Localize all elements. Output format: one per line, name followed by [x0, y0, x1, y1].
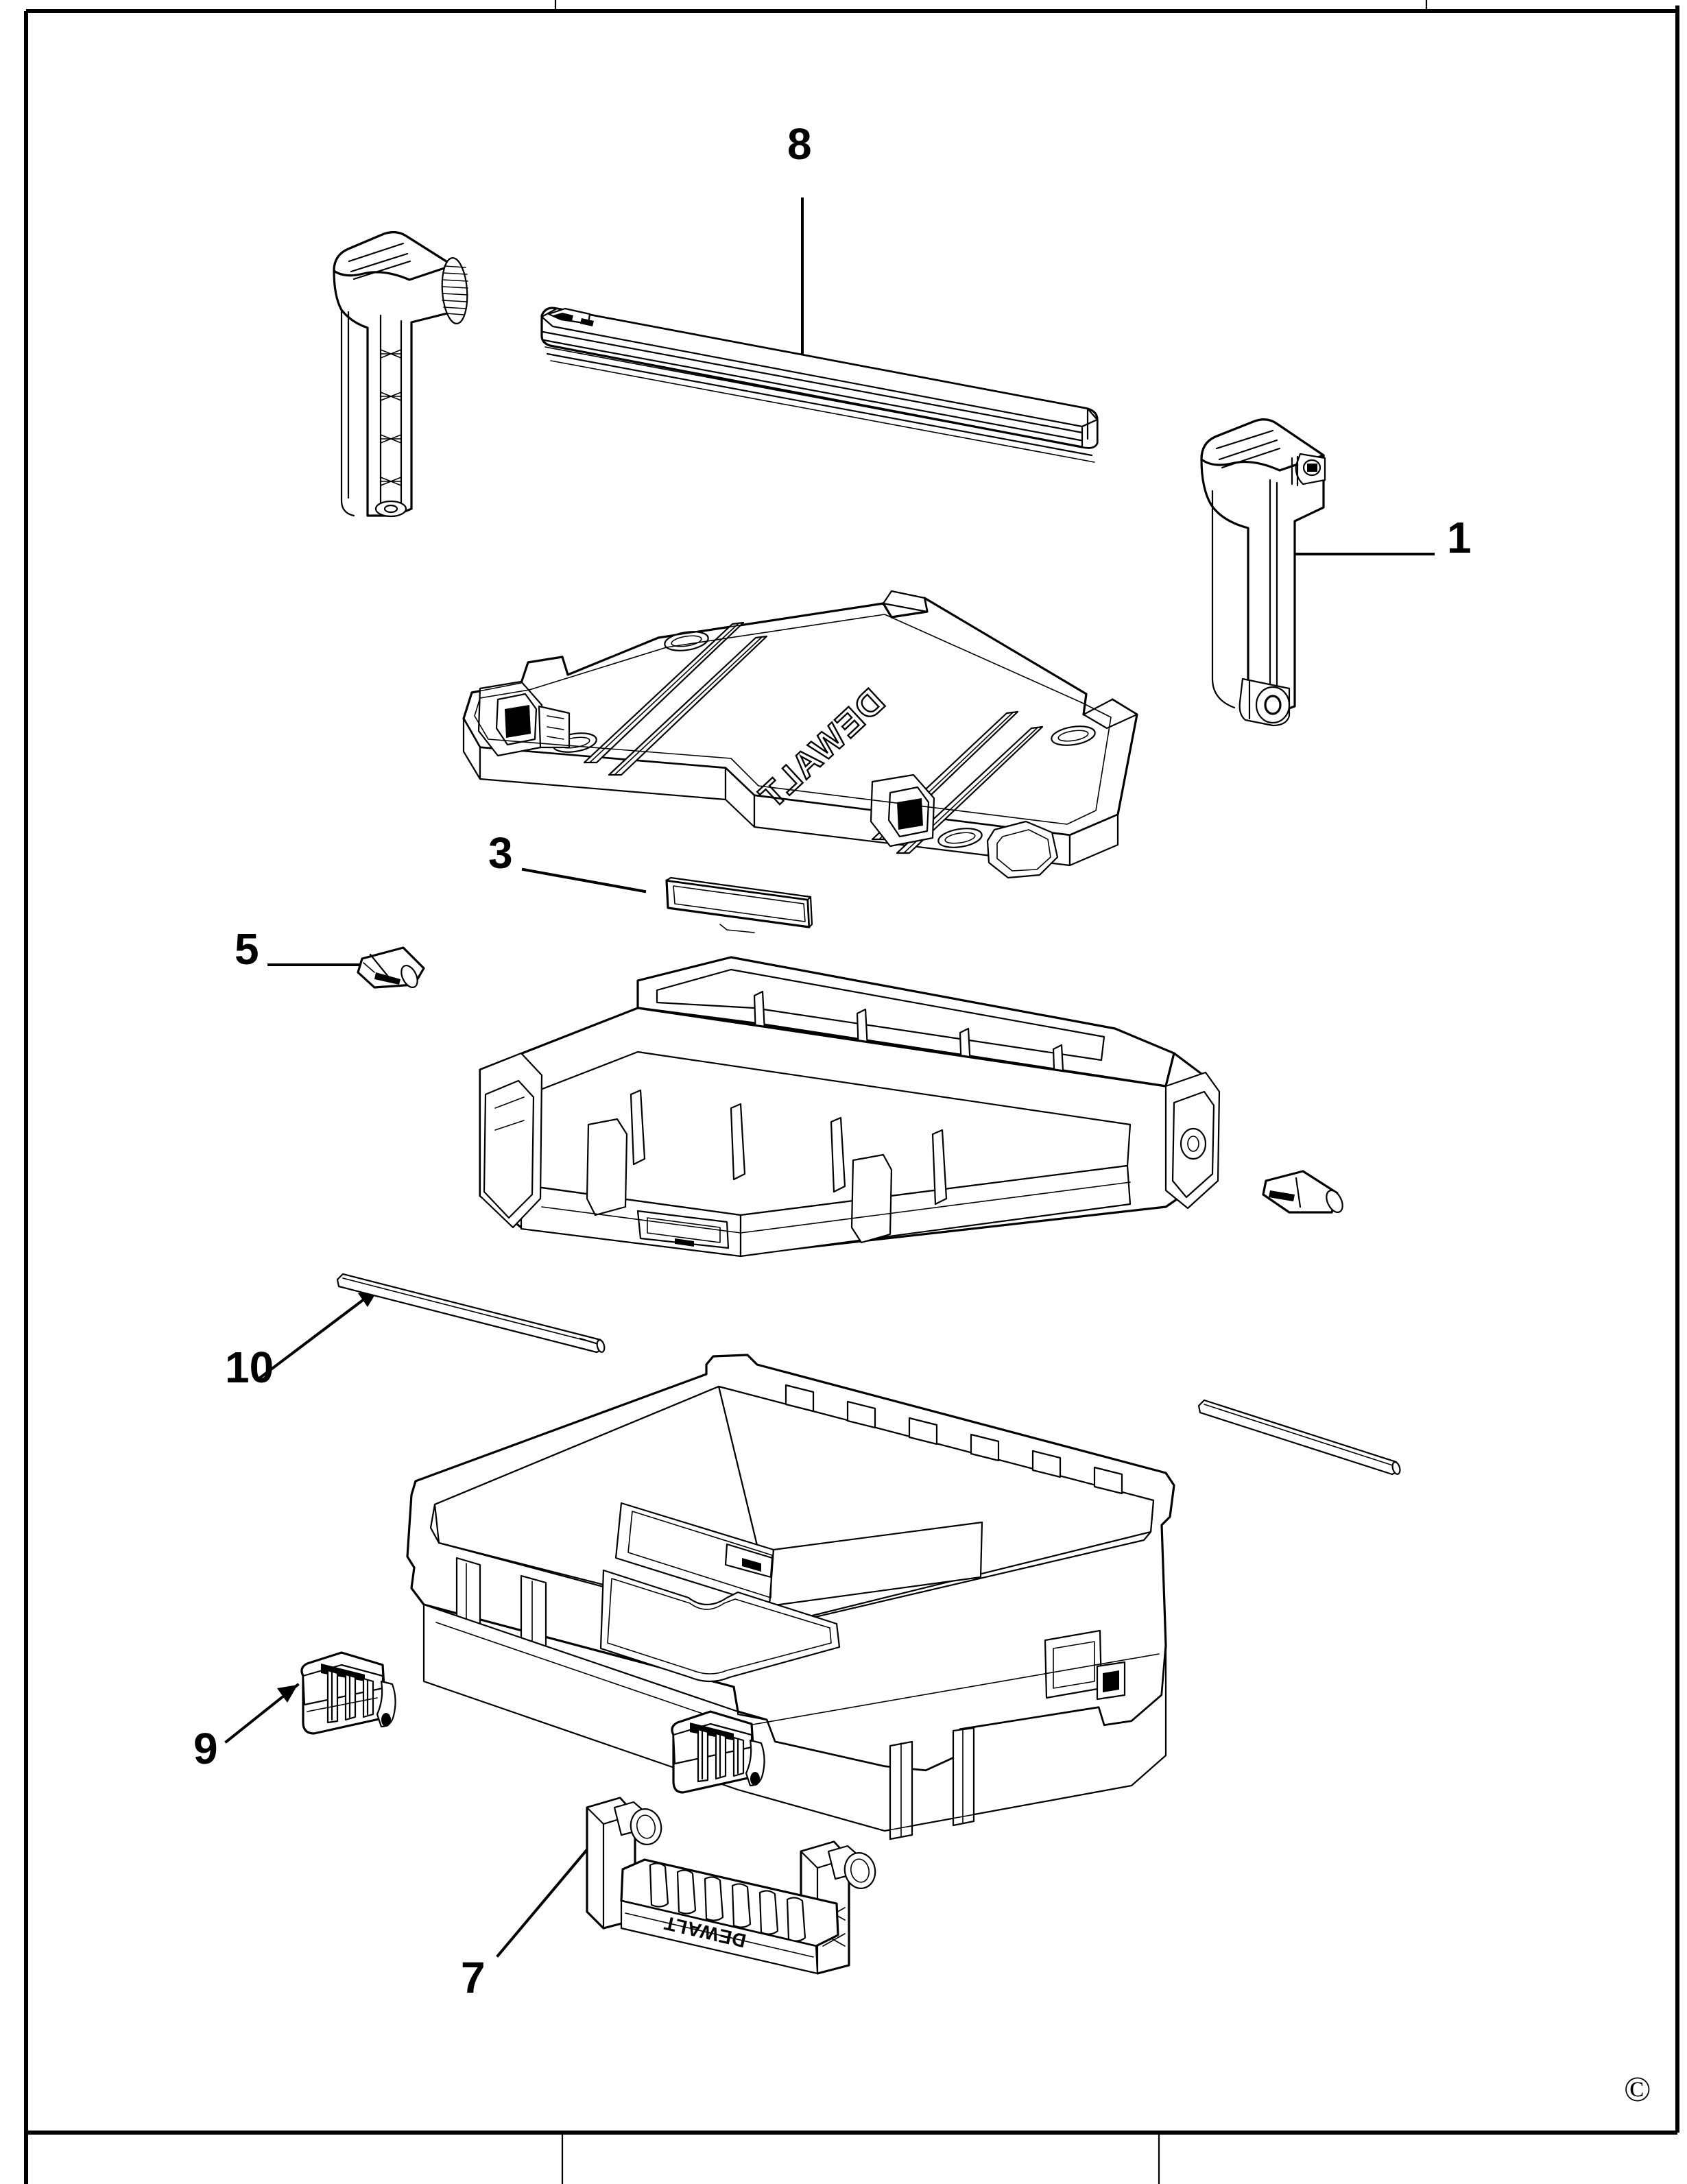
tray-front-grip	[636, 1210, 730, 1249]
part-carry-handle[interactable]: DEWALT	[586, 1797, 878, 1975]
part-bottom-case[interactable]	[406, 1354, 1175, 1840]
callout-number-1: 1	[1447, 513, 1472, 562]
callout-number-9: 9	[193, 1724, 218, 1773]
latch-fingers-right	[697, 1728, 745, 1783]
callout-number-10: 10	[225, 1343, 274, 1392]
part-pin-left[interactable]	[357, 946, 425, 990]
grip-rings	[649, 1862, 806, 1942]
leader-10	[257, 1286, 381, 1380]
handle-end-ribs	[442, 265, 468, 315]
part-hinge-rod-right[interactable]	[1197, 1399, 1401, 1476]
handle-bar-ribs	[542, 331, 1095, 463]
tray-corner-left	[479, 1052, 543, 1229]
lid-corner-boss	[986, 820, 1059, 879]
copyright-icon: ©	[1624, 2070, 1651, 2109]
callout-number-5: 5	[235, 924, 259, 974]
lid-latch-right	[870, 773, 935, 848]
callout-number-3: 3	[488, 828, 513, 878]
leader-3	[521, 867, 647, 893]
leader-7	[496, 1846, 590, 1958]
part-name-plate[interactable]	[665, 876, 813, 933]
page-frame	[24, 0, 1679, 2184]
part-latch-right[interactable]	[671, 1710, 765, 1794]
part-handle-bar[interactable]	[540, 307, 1099, 463]
handle-internal-ribs	[380, 349, 402, 486]
case-rim-tabs	[785, 1384, 1123, 1495]
tray-corner-right	[1164, 1071, 1221, 1210]
latch-fingers-left	[326, 1669, 374, 1724]
case-inner-shelf	[614, 1502, 983, 1607]
arrowhead-9	[277, 1685, 298, 1703]
case-side-latch-recess	[1044, 1629, 1126, 1701]
case-right-ribs	[889, 1727, 975, 1840]
part-pin-right[interactable]	[1262, 1170, 1345, 1215]
part-latch-left[interactable]	[300, 1651, 396, 1735]
tray-latch-tabs	[586, 1118, 893, 1244]
part-side-handle-right[interactable]	[1200, 418, 1326, 727]
part-lid-assembly[interactable]: DEWALT	[462, 590, 1138, 879]
part-side-handle-left[interactable]	[333, 231, 469, 518]
tray-front-walls	[630, 1089, 948, 1205]
part-organizer-tray[interactable]	[479, 956, 1221, 1258]
lid-latch-left	[477, 680, 571, 757]
callout-number-7: 7	[461, 1953, 486, 2002]
part-hinge-rod-left[interactable]	[336, 1273, 606, 1354]
callout-number-8: 8	[787, 119, 812, 169]
